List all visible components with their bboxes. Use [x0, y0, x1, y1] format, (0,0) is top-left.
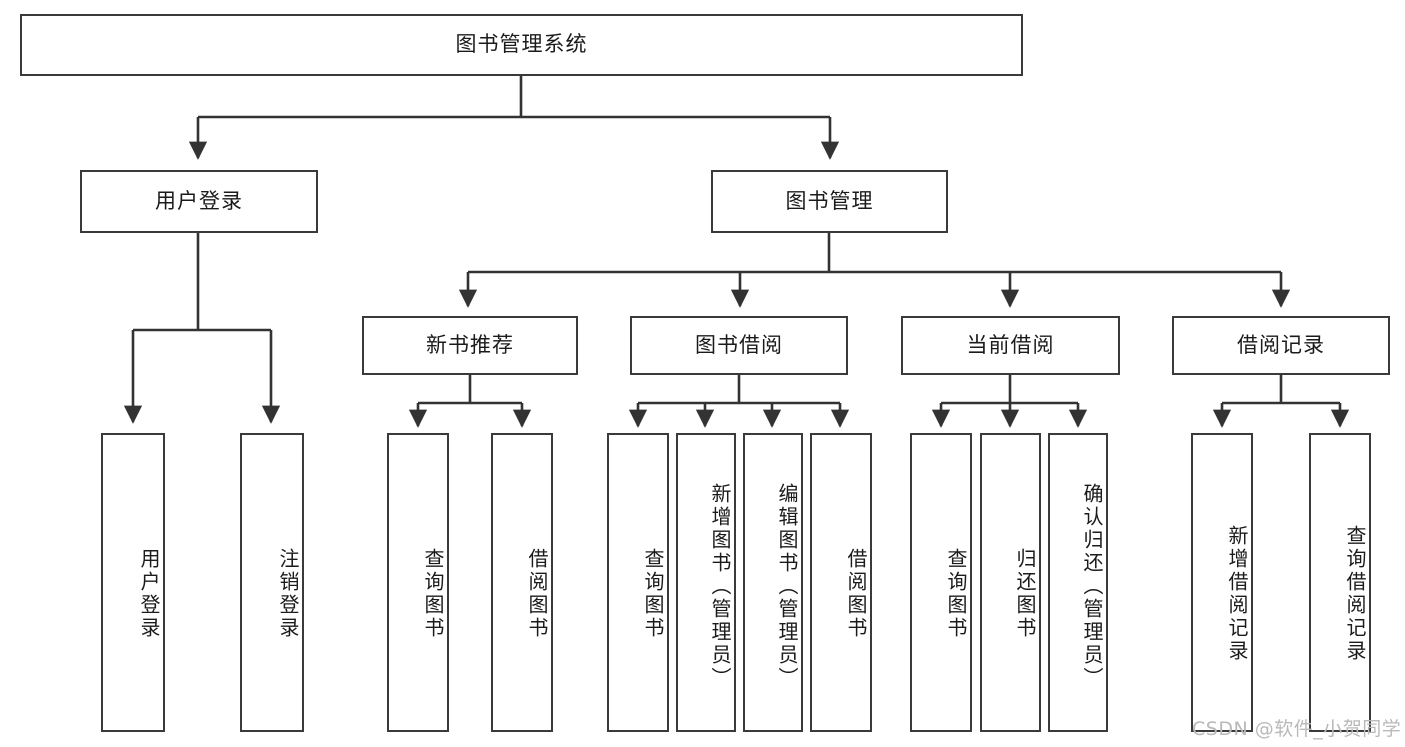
node-leaf-return-book[interactable]: 归还图书	[980, 433, 1041, 732]
node-leaf-add-record-label: 新增借阅记录	[1225, 524, 1249, 663]
node-leaf-return-book-label: 归还图书	[1013, 547, 1037, 640]
node-borrow-record[interactable]: 借阅记录	[1172, 316, 1390, 375]
node-new-book-rec[interactable]: 新书推荐	[362, 316, 578, 375]
node-book-manage[interactable]: 图书管理	[711, 170, 948, 233]
node-leaf-query-book-2[interactable]: 查询图书	[607, 433, 669, 732]
node-leaf-confirm-return-label: 确认归还（管理员）	[1080, 483, 1104, 690]
node-leaf-query-book-2-label: 查询图书	[641, 547, 665, 640]
node-current-borrow-label: 当前借阅	[966, 332, 1055, 357]
node-leaf-add-book-label: 新增图书（管理员）	[708, 483, 732, 690]
node-leaf-query-book-3[interactable]: 查询图书	[910, 433, 972, 732]
node-new-book-rec-label: 新书推荐	[426, 332, 514, 357]
node-leaf-query-book-3-label: 查询图书	[944, 547, 968, 640]
node-leaf-user-logout-label: 注销登录	[276, 547, 300, 640]
node-leaf-confirm-return[interactable]: 确认归还（管理员）	[1048, 433, 1108, 732]
node-book-manage-label: 图书管理	[785, 188, 874, 213]
node-leaf-borrow-book-1-label: 借阅图书	[525, 547, 549, 640]
node-leaf-query-record[interactable]: 查询借阅记录	[1309, 433, 1371, 732]
node-leaf-user-login-label: 用户登录	[137, 547, 161, 640]
node-book-borrow-label: 图书借阅	[695, 332, 783, 357]
node-user-login[interactable]: 用户登录	[80, 170, 318, 233]
node-leaf-borrow-book-1[interactable]: 借阅图书	[491, 433, 553, 732]
node-book-borrow[interactable]: 图书借阅	[630, 316, 848, 375]
node-leaf-borrow-book-2-label: 借阅图书	[844, 547, 868, 640]
node-root-label: 图书管理系统	[455, 32, 588, 57]
node-leaf-user-login[interactable]: 用户登录	[101, 433, 165, 732]
node-root[interactable]: 图书管理系统	[20, 14, 1023, 76]
node-leaf-add-book[interactable]: 新增图书（管理员）	[676, 433, 736, 732]
node-leaf-query-book-1-label: 查询图书	[421, 547, 445, 640]
node-leaf-add-record[interactable]: 新增借阅记录	[1191, 433, 1253, 732]
csdn-watermark: CSDN @软件_小贺同学	[1192, 718, 1402, 740]
node-leaf-edit-book[interactable]: 编辑图书（管理员）	[743, 433, 803, 732]
node-leaf-query-book-1[interactable]: 查询图书	[387, 433, 449, 732]
node-current-borrow[interactable]: 当前借阅	[901, 316, 1120, 375]
node-leaf-edit-book-label: 编辑图书（管理员）	[775, 483, 799, 690]
node-user-login-label: 用户登录	[155, 188, 243, 213]
node-leaf-query-record-label: 查询借阅记录	[1343, 524, 1367, 663]
node-borrow-record-label: 借阅记录	[1237, 332, 1325, 357]
node-leaf-borrow-book-2[interactable]: 借阅图书	[810, 433, 872, 732]
node-leaf-user-logout[interactable]: 注销登录	[240, 433, 304, 732]
